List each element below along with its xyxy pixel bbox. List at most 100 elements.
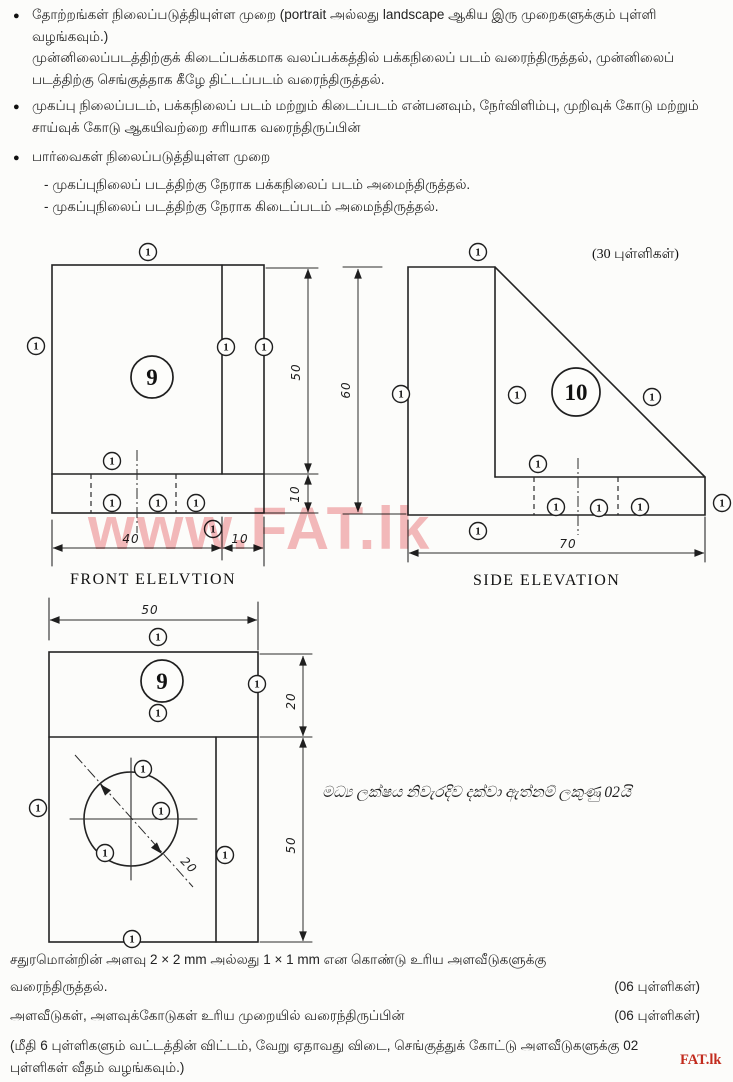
point-marker-label: 1	[553, 502, 559, 514]
bullet-dot: ●	[13, 152, 20, 164]
point-marker-label: 1	[637, 502, 643, 514]
bullet-dot: ●	[13, 101, 20, 113]
dimension-value: 50	[289, 363, 303, 380]
point-marker-circle	[247, 674, 267, 694]
point-marker: 1	[642, 387, 662, 407]
point-marker-circle	[148, 493, 168, 513]
marks-badge: (06 புள்ளிகள்)	[614, 979, 700, 994]
point-marker-circle	[148, 627, 168, 647]
point-marker: 1	[138, 242, 158, 262]
point-marker: 1	[26, 336, 46, 356]
point-marker-circle	[468, 242, 488, 262]
point-marker-circle	[138, 242, 158, 262]
point-marker: 1	[102, 493, 122, 513]
dimension-value: 20	[284, 692, 298, 709]
point-marker-label: 1	[155, 632, 161, 644]
point-marker-label: 1	[222, 850, 228, 862]
point-marker-label: 1	[398, 389, 404, 401]
sinhala-marks-note: මධ්‍ය ලක්ෂය නිවැරදිව දක්වා ඇත්නම් ලකුණු …	[322, 784, 632, 801]
point-marker-label: 1	[155, 498, 161, 510]
point-marker-label: 1	[223, 342, 229, 354]
point-marker-circle	[133, 759, 153, 779]
center-watermark: www.FAT.lk	[88, 495, 432, 562]
circle-diameter-line	[74, 754, 194, 888]
point-marker: 1	[102, 451, 122, 471]
point-marker-circle	[186, 493, 206, 513]
instruction-line: பார்வைகள் நிலைப்படுத்தியுள்ள முறை	[32, 149, 271, 164]
point-marker: 1	[148, 703, 168, 723]
point-marker-label: 1	[475, 247, 481, 259]
point-marker-circle	[28, 798, 48, 818]
footer-line: புள்ளிகள் வீதம் வழங்கவும்.)	[10, 1060, 185, 1075]
point-marker-circle	[546, 497, 566, 517]
point-marker-circle	[642, 387, 662, 407]
instruction-line: சாய்வுக் கோடு ஆகயிவற்றை சரியாக வரைந்திரு…	[32, 120, 361, 135]
part-number-label: 9	[146, 365, 158, 390]
point-marker-label: 1	[102, 848, 108, 860]
instruction-subline: - முகப்புநிலைப் படத்திற்கு நேராக கிடைப்ப…	[44, 199, 439, 214]
point-marker: 1	[133, 759, 153, 779]
point-marker: 1	[712, 493, 732, 513]
total-marks-note: (30 புள்ளிகள்)	[592, 247, 679, 262]
point-marker-label: 1	[158, 806, 164, 818]
point-marker-label: 1	[193, 498, 199, 510]
part-number-badge: 10	[551, 367, 601, 417]
part-number-label: 9	[156, 669, 168, 694]
dimension-value: 10	[288, 485, 302, 502]
point-marker-circle	[468, 521, 488, 541]
point-marker-label: 1	[35, 803, 41, 815]
part-number-circle	[130, 355, 174, 399]
point-marker-circle	[151, 801, 171, 821]
front-elevation-caption: FRONT ELELVTION	[70, 571, 236, 588]
part-number-badge: 9	[130, 355, 174, 399]
point-marker-circle	[630, 497, 650, 517]
point-marker: 1	[468, 242, 488, 262]
diameter-arrowhead	[100, 784, 112, 796]
side-elevation-drawing: 60 70 10 1 1 1 1 1 1 1 1 1 1 SIDE ELEVAT…	[339, 242, 732, 589]
point-marker-label: 1	[596, 503, 602, 515]
point-marker-circle	[95, 843, 115, 863]
point-marker-label: 1	[514, 390, 520, 402]
point-marker-circle	[216, 337, 236, 357]
dimension-value: 70	[559, 537, 576, 551]
point-marker: 1	[391, 384, 411, 404]
part-number-label: 10	[565, 380, 588, 405]
point-marker: 1	[247, 674, 267, 694]
point-marker-label: 1	[261, 342, 267, 354]
instruction-subline: - முகப்புநிலைப் படத்திற்கு நேராக பக்கநில…	[44, 177, 471, 192]
footer-line: வரைந்திருத்தல்.	[10, 979, 108, 994]
point-marker-circle	[254, 337, 274, 357]
point-marker: 1	[215, 845, 235, 865]
point-marker-label: 1	[475, 526, 481, 538]
dimension-value: 20	[178, 854, 200, 876]
front-elevation-drawing: 50 10 40 10 9 1 1 1 1 1 1 1 1 1 FRONT EL…	[26, 242, 319, 588]
side-elevation-caption: SIDE ELEVATION	[473, 572, 620, 589]
point-marker: 1	[122, 929, 142, 949]
instruction-line: முகப்பு நிலைப்படம், பக்கநிலைப் படம் மற்ற…	[32, 98, 699, 113]
point-marker-circle	[26, 336, 46, 356]
dimension-value: 50	[284, 836, 298, 853]
point-marker-label: 1	[109, 498, 115, 510]
point-marker-circle	[712, 493, 732, 513]
plan-outline	[48, 651, 259, 943]
point-marker: 1	[95, 843, 115, 863]
corner-watermark: FAT.lk	[680, 1052, 722, 1068]
point-marker: 1	[148, 627, 168, 647]
part-number-badge: 9	[140, 659, 184, 703]
plan-view-drawing: 20 50 20 50 9 1 1 1 1 1 1 1 1 1	[28, 597, 313, 949]
instruction-line: வழங்கவும்.)	[32, 29, 109, 44]
footer-line: அளவீடுகள், அளவுக்கோடுகள் உரிய முறையில் வ…	[10, 1008, 405, 1023]
point-marker-label: 1	[649, 392, 655, 404]
point-marker-label: 1	[254, 679, 260, 691]
marks-badge: (06 புள்ளிகள்)	[614, 1008, 700, 1023]
point-marker: 1	[589, 498, 609, 518]
point-marker: 1	[468, 521, 488, 541]
point-marker-label: 1	[719, 498, 725, 510]
dimension-value: 60	[339, 381, 353, 398]
point-marker: 1	[186, 493, 206, 513]
bullet-dot: ●	[13, 10, 20, 22]
point-marker-circle	[391, 384, 411, 404]
point-marker-circle	[122, 929, 142, 949]
